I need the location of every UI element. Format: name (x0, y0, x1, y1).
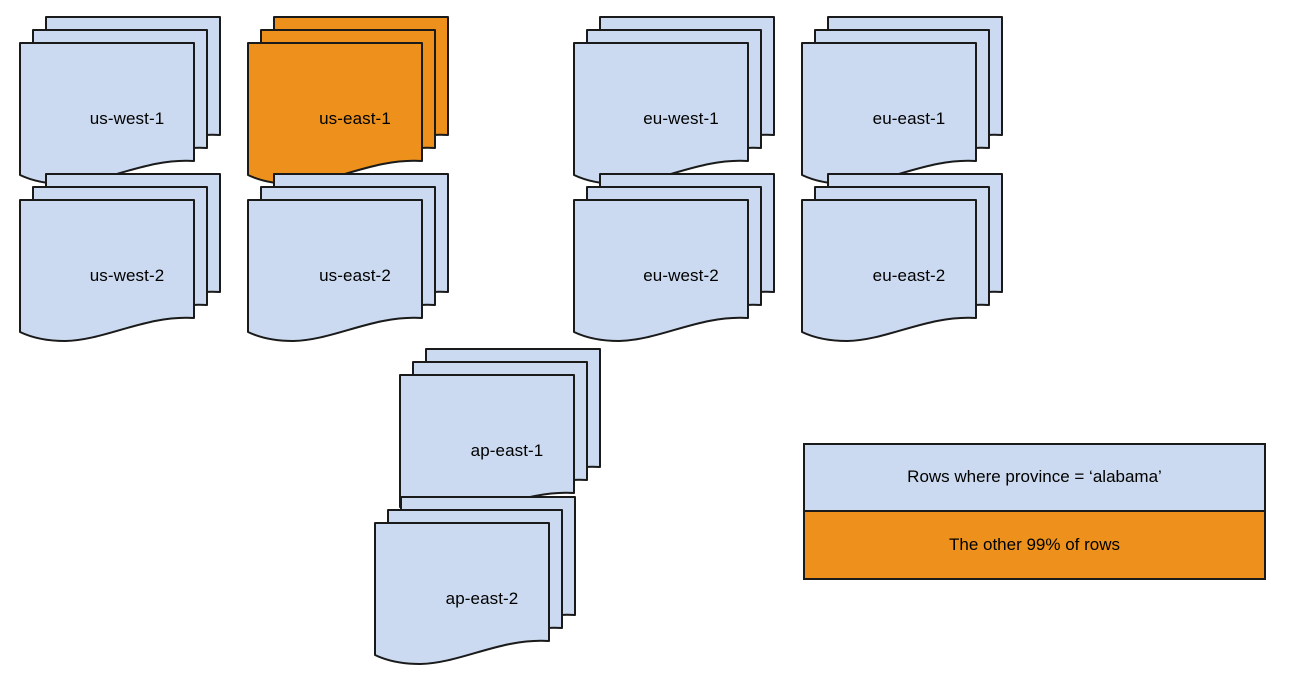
region-stack-ap-east-2[interactable]: ap-east-2 (374, 496, 595, 672)
legend-item-other: The other 99% of rows (805, 511, 1264, 578)
region-stack-eu-west-2[interactable]: eu-west-2 (573, 173, 794, 349)
region-stack-us-west-1[interactable]: us-west-1 (19, 16, 240, 192)
region-stack-eu-west-1[interactable]: eu-west-1 (573, 16, 794, 192)
document-stack-icon (19, 173, 221, 342)
legend-item-label: The other 99% of rows (948, 534, 1121, 554)
document-stack-icon (399, 348, 601, 517)
region-stack-us-west-2[interactable]: us-west-2 (19, 173, 240, 349)
document-stack-icon (573, 173, 775, 342)
region-stack-eu-east-2[interactable]: eu-east-2 (801, 173, 1022, 349)
region-stack-us-east-1[interactable]: us-east-1 (247, 16, 468, 192)
document-stack-icon (374, 496, 576, 665)
region-stack-ap-east-1[interactable]: ap-east-1 (399, 348, 620, 524)
legend: Rows where province = ‘alabama’ The othe… (803, 443, 1266, 580)
document-stack-icon (801, 173, 1003, 342)
region-stack-eu-east-1[interactable]: eu-east-1 (801, 16, 1022, 192)
document-stack-icon (247, 173, 449, 342)
document-stack-icon (247, 16, 449, 185)
document-stack-icon (19, 16, 221, 185)
legend-item-alabama: Rows where province = ‘alabama’ (805, 445, 1264, 512)
document-stack-icon (573, 16, 775, 185)
region-stack-us-east-2[interactable]: us-east-2 (247, 173, 468, 349)
legend-item-label: Rows where province = ‘alabama’ (907, 467, 1162, 487)
document-stack-icon (801, 16, 1003, 185)
